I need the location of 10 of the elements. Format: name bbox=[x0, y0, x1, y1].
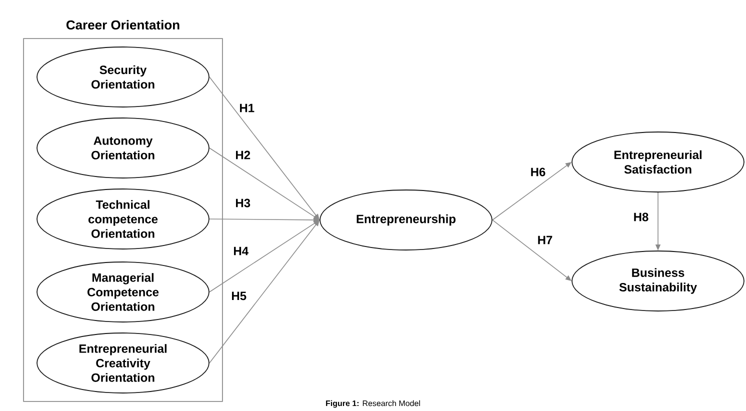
edge-label: H7 bbox=[538, 236, 552, 244]
edge-label: H6 bbox=[531, 168, 546, 176]
edge-label: H5 bbox=[232, 292, 246, 300]
edge-label: H2 bbox=[236, 150, 250, 160]
edge-label: H4 bbox=[234, 246, 248, 256]
edge-label: H3 bbox=[236, 198, 250, 208]
edge-label: H8 bbox=[634, 212, 648, 222]
edge-label: H1 bbox=[240, 104, 254, 112]
group-title: Career Orientation bbox=[66, 20, 180, 30]
caption: Figure 1: Research Model bbox=[326, 400, 420, 408]
